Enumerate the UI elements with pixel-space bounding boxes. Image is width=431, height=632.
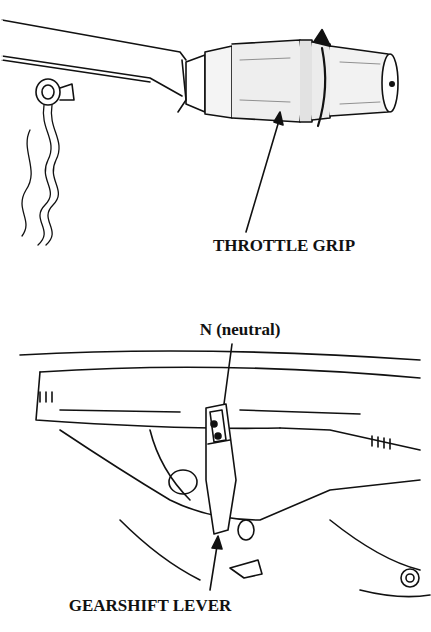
leader-line <box>224 344 232 404</box>
throttle-cable <box>22 105 59 245</box>
rotation-arrow <box>314 30 330 126</box>
part-label: THROTTLE GRIP <box>211 236 357 256</box>
part-label: GEARSHIFT LEVER <box>67 596 234 616</box>
leader-line <box>210 536 222 590</box>
tiller-arm <box>2 20 186 112</box>
leader-line <box>246 112 283 232</box>
part-label: N (neutral) <box>198 320 283 340</box>
throttle-grip <box>186 40 398 122</box>
gearshift-lever <box>206 404 236 534</box>
fitting <box>36 79 74 105</box>
engine-cover <box>20 351 430 597</box>
